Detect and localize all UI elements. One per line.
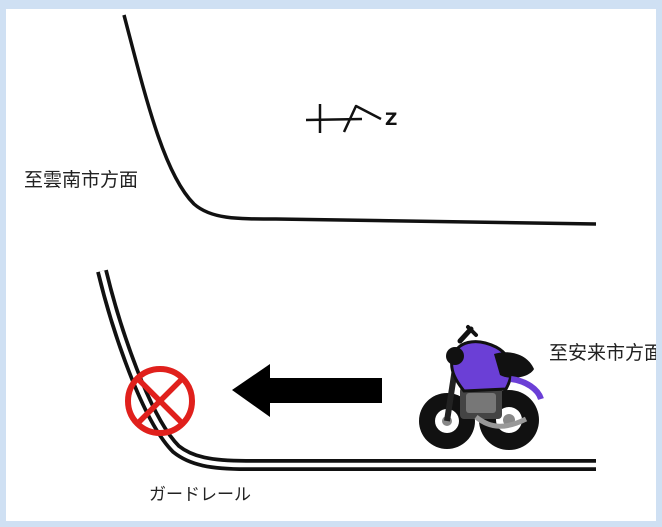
circle-x-icon — [125, 366, 195, 436]
label-to-unnan: 至雲南市方面 — [24, 169, 138, 191]
upper-road-edge — [122, 14, 597, 226]
accident-diagram: Z 至雲南市方面 至安来市方面 ガードレール — [24, 14, 656, 505]
guardrail-line — [96, 269, 596, 471]
diagram-canvas: Z 至雲南市方面 至安来市方面 ガードレール — [6, 9, 656, 521]
north-label: Z — [385, 110, 397, 130]
motorcycle-icon — [419, 325, 544, 450]
label-to-yasugi: 至安来市方面 — [549, 342, 656, 364]
left-arrow-icon — [232, 364, 382, 417]
label-guardrail: ガードレール — [149, 485, 251, 505]
north-arrow-icon: Z — [305, 104, 397, 133]
